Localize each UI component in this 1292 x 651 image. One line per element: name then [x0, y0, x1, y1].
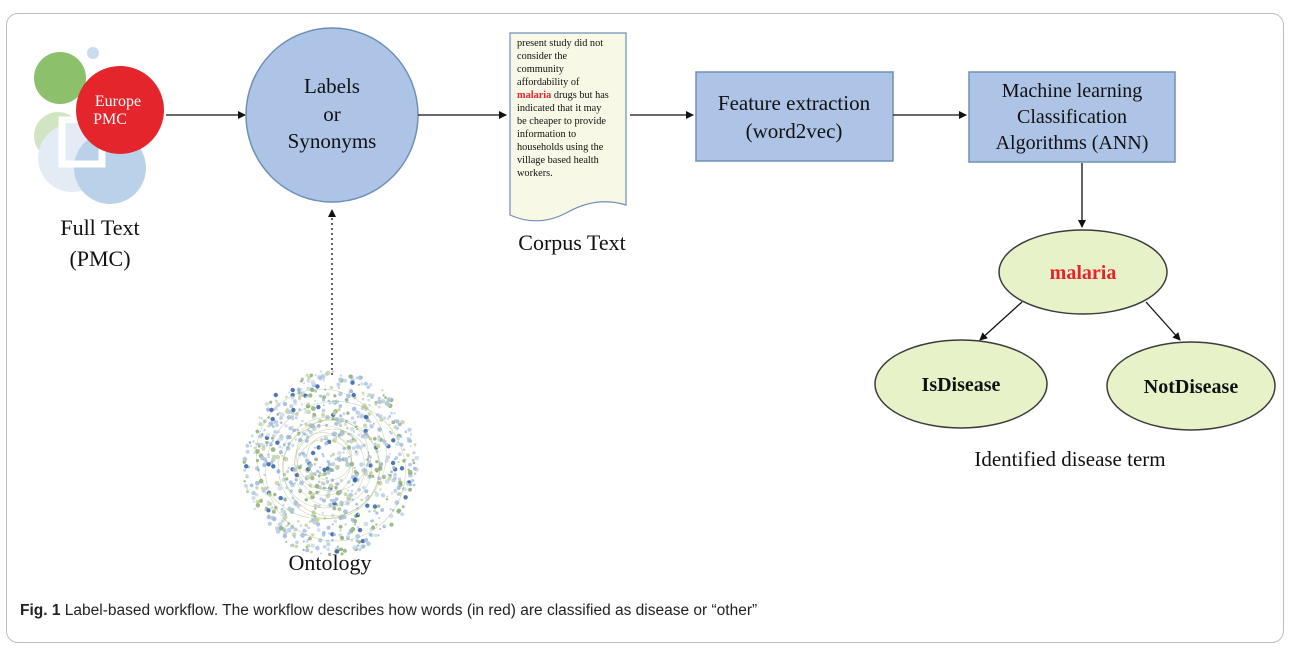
- full-text-label-line2: (PMC): [69, 246, 130, 271]
- corpus-line: workers.: [517, 168, 553, 179]
- figure-caption: Fig. 1 Label-based workflow. The workflo…: [20, 602, 1270, 620]
- isdisease-label: IsDisease: [922, 374, 1001, 396]
- corpus-line: indicated that it may: [517, 103, 602, 114]
- logo-dot: [87, 47, 99, 59]
- highlight-rest: drugs but has: [551, 90, 609, 101]
- ontology-network-image: [242, 370, 420, 557]
- document-shape: [509, 32, 627, 222]
- logo-text-line2: PMC: [93, 111, 127, 128]
- ml-line3: Algorithms (ANN): [996, 132, 1149, 154]
- corpus-line: information to: [517, 129, 576, 140]
- corpus-line: present study did not: [517, 38, 603, 49]
- labels-synonyms-node: Labels or Synonyms: [245, 27, 419, 203]
- corpus-line: village based health: [517, 155, 600, 166]
- figure-frame: [6, 13, 1284, 643]
- identified-disease-label: Identified disease term: [974, 447, 1165, 471]
- ml-line1: Machine learning: [1002, 80, 1143, 102]
- caption-prefix: Fig. 1: [20, 602, 61, 619]
- corpus-line: households using the: [517, 142, 604, 153]
- feature-extraction-box: Feature extraction (word2vec): [695, 71, 894, 162]
- ontology-label: Ontology: [288, 550, 371, 575]
- europe-pmc-logo: Europe PMC: [34, 47, 164, 204]
- arrow-term-to-notdisease: [1145, 301, 1181, 341]
- full-text-label-line1: Full Text: [60, 215, 139, 240]
- caption-text: Label-based workflow. The workflow descr…: [60, 602, 758, 619]
- logo-text-line1: Europe: [95, 93, 141, 110]
- corpus-document: present study did not consider the commu…: [509, 32, 627, 222]
- labels-line3: Synonyms: [288, 129, 377, 153]
- labels-line2: or: [323, 102, 341, 126]
- feature-line2: (word2vec): [746, 119, 843, 143]
- isdisease-node: IsDisease: [874, 339, 1048, 429]
- corpus-line: be cheaper to provide: [517, 116, 606, 127]
- logo-green-circle: [34, 52, 86, 104]
- term-node: malaria: [998, 229, 1168, 315]
- arrow-term-to-isdisease: [979, 301, 1023, 341]
- logo-red-circle: [76, 66, 164, 154]
- notdisease-node: NotDisease: [1106, 341, 1276, 431]
- corpus-text-label: Corpus Text: [518, 230, 625, 255]
- ml-classification-box: Machine learning Classification Algorith…: [968, 71, 1176, 163]
- ml-line2: Classification: [1017, 106, 1127, 128]
- corpus-line: affordability of: [517, 77, 580, 88]
- feature-line1: Feature extraction: [718, 91, 871, 115]
- corpus-line: community: [517, 64, 565, 75]
- notdisease-label: NotDisease: [1144, 376, 1239, 398]
- highlight-word: malaria: [517, 90, 551, 101]
- labels-line1: Labels: [304, 74, 360, 98]
- corpus-line: consider the: [517, 51, 567, 62]
- corpus-line-highlight: malaria drugs but has: [517, 90, 609, 101]
- term-label: malaria: [1050, 262, 1117, 284]
